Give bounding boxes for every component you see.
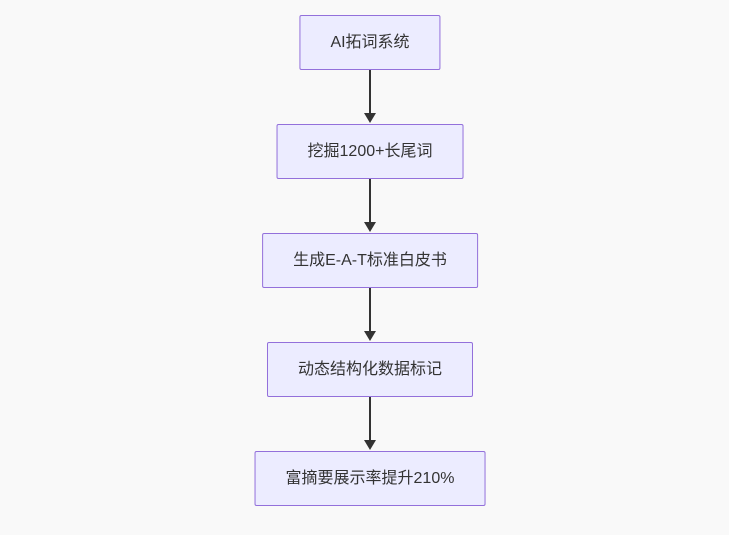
arrow-connector xyxy=(363,288,377,342)
arrow-line xyxy=(369,70,371,113)
flow-node-structured-data-markup: 动态结构化数据标记 xyxy=(266,342,474,397)
flow-node-label: 挖掘1200+长尾词 xyxy=(307,142,433,160)
flow-node-label: 动态结构化数据标记 xyxy=(297,360,443,378)
flow-node-label: 生成E-A-T标准白皮书 xyxy=(293,251,447,269)
arrow-connector xyxy=(363,397,377,451)
flow-node-longtail-keywords: 挖掘1200+长尾词 xyxy=(276,124,464,179)
arrowhead-down-icon xyxy=(364,222,376,232)
arrowhead-down-icon xyxy=(364,331,376,341)
flow-node-label: 富摘要展示率提升210% xyxy=(285,469,455,487)
flow-node-eat-whitepaper: 生成E-A-T标准白皮书 xyxy=(262,233,478,288)
arrow-line xyxy=(369,288,371,331)
flow-node-label: AI拓词系统 xyxy=(330,33,410,51)
arrowhead-down-icon xyxy=(364,440,376,450)
flow-node-ai-expansion-system: AI拓词系统 xyxy=(299,15,441,70)
arrow-line xyxy=(369,397,371,440)
arrow-connector xyxy=(363,179,377,233)
flow-node-rich-snippet-rate: 富摘要展示率提升210% xyxy=(254,451,486,506)
arrow-line xyxy=(369,179,371,222)
arrowhead-down-icon xyxy=(364,113,376,123)
arrow-connector xyxy=(363,70,377,124)
